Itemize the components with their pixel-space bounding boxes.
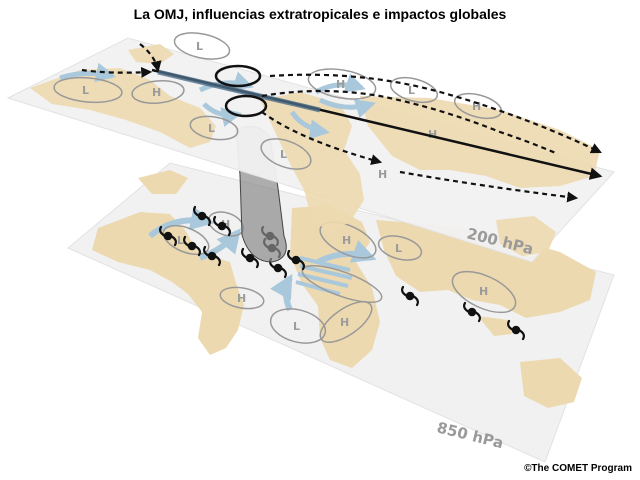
wave-train-2 (139, 43, 162, 73)
cyclone-symbol (213, 215, 231, 237)
upper-low-1-label: L (196, 40, 203, 53)
lower-high-5 (451, 270, 517, 314)
lower-low-3-label: L (293, 320, 300, 333)
upper-low-4-label: L (280, 148, 287, 161)
upper-high-3-label: H (472, 100, 481, 113)
lower-high-4-label: H (340, 316, 349, 329)
wave-train-1 (81, 66, 153, 78)
land-islands (478, 316, 512, 336)
land-americas (92, 212, 244, 355)
lower-flow-arrow-2 (198, 228, 242, 261)
lower-low-1 (162, 224, 210, 256)
lower-flow-arrow-5 (297, 272, 349, 288)
lower-high-3 (219, 286, 265, 310)
upper-flow-arrow-6 (318, 97, 376, 119)
cyclone-symbol (159, 225, 177, 247)
lower-high-2 (319, 221, 377, 259)
lower-low-3 (269, 308, 327, 344)
diagram-title: La OMJ, influencias extratropicales e im… (133, 6, 507, 22)
lower-low-2-label: L (395, 242, 402, 255)
upper-land-greenland (128, 44, 174, 64)
upper-land-australia (496, 216, 556, 256)
upper-low-3-label: L (208, 122, 215, 135)
upper-land-americas (30, 68, 216, 148)
wave-train-4 (261, 89, 559, 156)
cyclone-symbol (203, 245, 221, 267)
upper-high-1 (131, 80, 185, 104)
upper-flow-arrow-1 (59, 62, 116, 83)
cyclone-symbol (507, 319, 525, 341)
upper-low-2 (53, 76, 123, 104)
wave-train-5 (261, 111, 383, 165)
upper-high-2-label: H (336, 78, 345, 91)
divergence-circle-1 (214, 64, 262, 88)
upper-low-1 (173, 32, 231, 60)
upper-high-5-label: H (378, 168, 387, 181)
land-australia (520, 358, 582, 408)
lower-flow-arrow-8 (270, 273, 293, 312)
upper-low-4 (260, 138, 312, 170)
cyclone-symbol (401, 285, 419, 307)
plane-200hpa: 200 hPa L L H L L H L H H H (6, 32, 615, 263)
upper-high-1-label: H (152, 86, 161, 99)
upper-low-5-label: L (408, 84, 415, 97)
copyright-credit: ©The COMET Program (524, 463, 632, 474)
upper-low-2-label: L (82, 84, 89, 97)
jet-stream-inner (157, 69, 321, 113)
lower-high-5-label: H (479, 285, 488, 298)
lower-low-1-label: L (177, 234, 184, 247)
cyclone-symbol (287, 249, 305, 271)
land-asia (376, 220, 596, 318)
wave-train-6 (399, 170, 579, 203)
lower-flow-arrow-4 (299, 264, 353, 280)
cyclone-symbol (183, 235, 201, 257)
wave-train-3 (269, 73, 602, 154)
upper-low-3 (189, 115, 239, 141)
cyclone-symbol (463, 301, 481, 323)
cyclone-symbol (241, 247, 259, 269)
upper-land-asia (360, 96, 600, 188)
lower-flow-arrow-1 (148, 206, 215, 239)
lower-flow-arrow-6 (295, 280, 341, 296)
upper-flow-arrow-5 (289, 110, 330, 140)
lower-high-2-label: H (342, 234, 351, 247)
lower-high-3-label: H (237, 292, 246, 305)
lower-high-4 (319, 301, 373, 343)
upper-high-2 (307, 68, 377, 100)
upper-low-5 (389, 76, 439, 104)
upper-high-4-label: H (428, 128, 437, 141)
land-greenland (138, 170, 188, 194)
lower-low-2 (377, 235, 423, 261)
divergence-circle-2 (224, 94, 268, 118)
cyclone-symbol (193, 205, 211, 227)
lower-flow-arrow-3 (299, 256, 351, 272)
